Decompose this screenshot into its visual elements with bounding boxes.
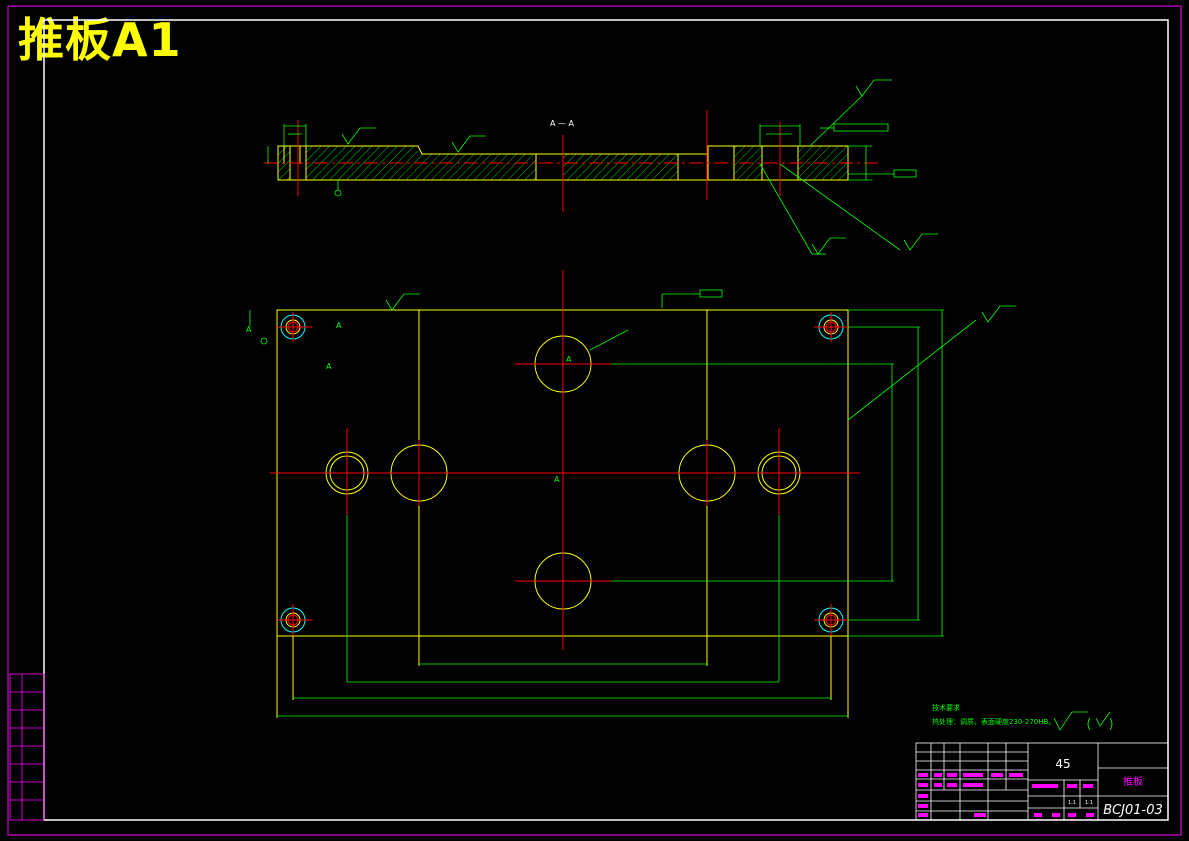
section-mark-a1: A (246, 325, 252, 334)
outer-sheet-border (7, 5, 1182, 836)
tech-line1: 热处理：调质，表面硬度230-270HB。 (932, 717, 1055, 726)
section-view: A — A (264, 79, 938, 255)
margin-boxes (9, 673, 45, 821)
section-mark-a2: A (336, 321, 342, 330)
scale-value-1: 1:1 (1068, 800, 1076, 806)
section-mark-center: A (566, 355, 572, 364)
general-roughness-icon (1053, 711, 1113, 731)
material-value: 45 (1055, 757, 1070, 771)
section-mark-a3: A (326, 362, 332, 371)
drawing-number: BCJ01-03 (1103, 803, 1163, 818)
drawing-title: 推板A1 (18, 13, 182, 67)
section-label: A — A (550, 119, 575, 128)
plan-view: A A A A A (246, 270, 1016, 718)
tech-heading: 技术要求 (932, 703, 960, 712)
scale-value-2: 1:1 (1085, 800, 1093, 806)
title-block (915, 742, 1169, 821)
part-name: 推板 (1123, 775, 1143, 788)
section-mark-center2: A (554, 475, 560, 484)
inner-frame (43, 19, 1169, 821)
title-block-cells (918, 773, 1094, 817)
